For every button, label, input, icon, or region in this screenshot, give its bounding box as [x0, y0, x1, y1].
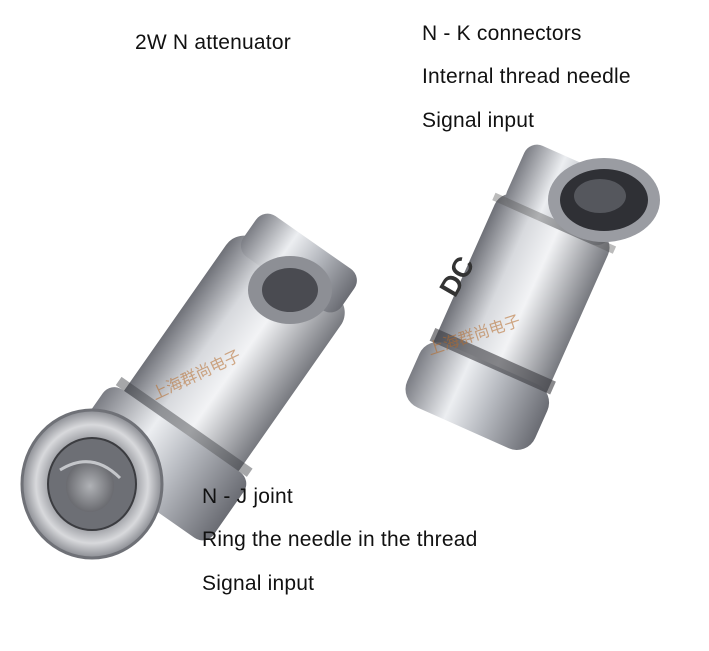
female-connector-signal-label: Signal input: [422, 109, 535, 132]
female-connector-image: DC: [405, 144, 660, 450]
male-connector-signal-label: Signal input: [202, 572, 315, 595]
male-connector-needle-label: Ring the needle in the thread: [202, 528, 478, 551]
female-connector-needle-label: Internal thread needle: [422, 65, 631, 88]
male-connector-image: [20, 213, 357, 560]
male-connector-type-label: N - J joint: [202, 485, 293, 508]
product-title: 2W N attenuator: [135, 31, 291, 54]
female-connector-type-label: N - K connectors: [422, 22, 582, 45]
